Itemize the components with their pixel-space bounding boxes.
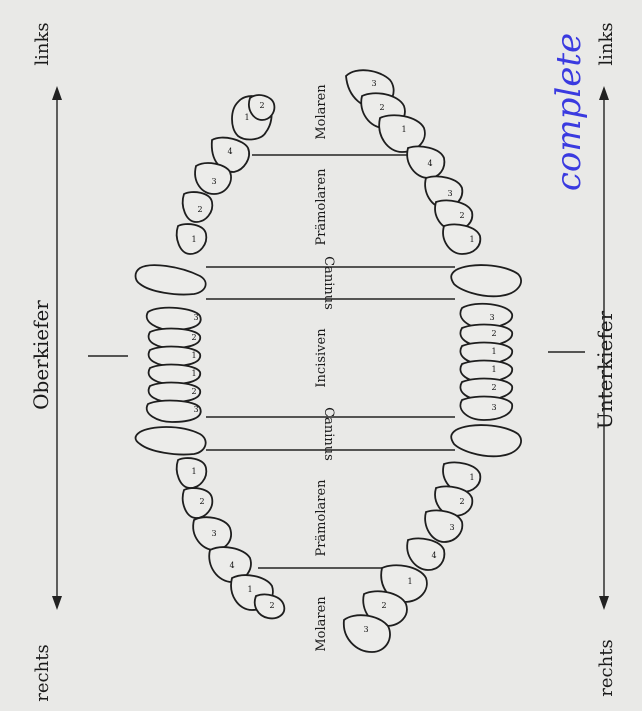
upper-direction-arrow <box>52 86 62 610</box>
svg-text:3: 3 <box>211 529 216 538</box>
tooth-upper-right-incisor-3: 3 <box>147 401 201 422</box>
svg-text:2: 2 <box>197 205 202 214</box>
svg-text:2: 2 <box>459 211 464 220</box>
handwritten-complete-annotation: complete <box>549 33 589 191</box>
svg-text:2: 2 <box>491 383 496 392</box>
svg-text:3: 3 <box>371 79 376 88</box>
svg-text:1: 1 <box>247 585 252 594</box>
svg-text:2: 2 <box>199 497 204 506</box>
svg-text:2: 2 <box>191 387 196 396</box>
tooth-lower-left-premolar-1: 1 <box>443 224 480 254</box>
svg-text:3: 3 <box>193 313 198 322</box>
tooth-upper-left-premolar-2: 2 <box>183 192 213 222</box>
svg-text:1: 1 <box>491 347 496 356</box>
upper-right-label: rechts <box>32 644 53 701</box>
tooth-lower-left-canine <box>451 265 521 296</box>
svg-text:1: 1 <box>191 351 196 360</box>
svg-text:3: 3 <box>489 313 494 322</box>
svg-text:3: 3 <box>193 405 198 414</box>
tooth-upper-right-premolar-1: 1 <box>177 458 207 488</box>
tooth-upper-left-premolar-1: 1 <box>177 224 207 254</box>
lower-arch: 3 2 1 4 3 2 1 3 <box>344 70 521 652</box>
svg-text:1: 1 <box>469 235 474 244</box>
tooth-lower-right-molar-3: 3 <box>344 615 390 652</box>
tooth-upper-left-molar-2: 2 <box>249 95 274 120</box>
premolars-label-bottom: Prämolaren <box>314 479 329 557</box>
svg-text:4: 4 <box>229 561 234 570</box>
svg-text:3: 3 <box>211 177 216 186</box>
lower-right-label: rechts <box>596 639 617 696</box>
tooth-upper-left-incisor-3: 3 <box>147 308 201 330</box>
tooth-upper-left-canine <box>136 265 206 294</box>
svg-text:1: 1 <box>469 473 474 482</box>
tooth-upper-right-canine <box>136 427 206 455</box>
lower-left-label: links <box>596 22 617 65</box>
premolars-label-top: Prämolaren <box>314 168 329 246</box>
svg-text:1: 1 <box>407 577 412 586</box>
molars-label-top: Molaren <box>314 84 329 140</box>
svg-text:1: 1 <box>244 113 249 122</box>
svg-text:2: 2 <box>459 497 464 506</box>
tooth-upper-right-incisor-1: 1 <box>149 365 201 384</box>
upper-jaw-label: Oberkiefer <box>29 300 53 410</box>
svg-text:2: 2 <box>381 601 386 610</box>
svg-text:3: 3 <box>447 189 452 198</box>
svg-text:1: 1 <box>191 467 196 476</box>
group-dividers <box>206 155 455 568</box>
tooth-upper-right-incisor-2: 2 <box>149 383 201 402</box>
tooth-upper-left-premolar-3: 3 <box>195 163 231 194</box>
tooth-upper-right-premolar-2: 2 <box>183 488 213 518</box>
svg-text:2: 2 <box>491 329 496 338</box>
svg-text:1: 1 <box>191 235 196 244</box>
svg-text:3: 3 <box>491 403 496 412</box>
tooth-lower-right-incisor-3: 3 <box>460 397 512 420</box>
tooth-lower-right-canine <box>451 425 521 456</box>
svg-text:3: 3 <box>449 523 454 532</box>
upper-arch: 1 2 4 3 2 1 3 <box>136 95 285 618</box>
svg-text:1: 1 <box>491 365 496 374</box>
svg-text:2: 2 <box>379 103 384 112</box>
tooth-upper-right-premolar-3: 3 <box>193 517 231 550</box>
incisors-label: Incisiven <box>314 328 329 388</box>
svg-text:3: 3 <box>363 625 368 634</box>
svg-text:2: 2 <box>259 101 264 110</box>
molars-label-bottom: Molaren <box>314 596 329 652</box>
upper-left-label: links <box>32 22 53 65</box>
svg-text:4: 4 <box>431 551 436 560</box>
tooth-upper-right-molar-2: 2 <box>255 594 285 618</box>
svg-text:1: 1 <box>191 369 196 378</box>
svg-text:4: 4 <box>427 159 432 168</box>
svg-text:2: 2 <box>191 333 196 342</box>
tooth-upper-left-incisor-2: 2 <box>149 329 201 348</box>
canine-label-top: Caninus <box>321 256 336 310</box>
lower-jaw-label: Unterkiefer <box>593 310 617 429</box>
svg-text:1: 1 <box>401 125 406 134</box>
tooth-lower-right-premolar-4: 4 <box>407 538 444 570</box>
tooth-lower-right-premolar-3: 3 <box>425 510 462 542</box>
svg-text:4: 4 <box>227 147 232 156</box>
tooth-lower-left-premolar-4: 4 <box>407 146 444 178</box>
canine-label-bottom: Caninus <box>321 407 336 461</box>
tooth-upper-left-incisor-1: 1 <box>149 347 201 366</box>
svg-text:2: 2 <box>269 601 274 610</box>
